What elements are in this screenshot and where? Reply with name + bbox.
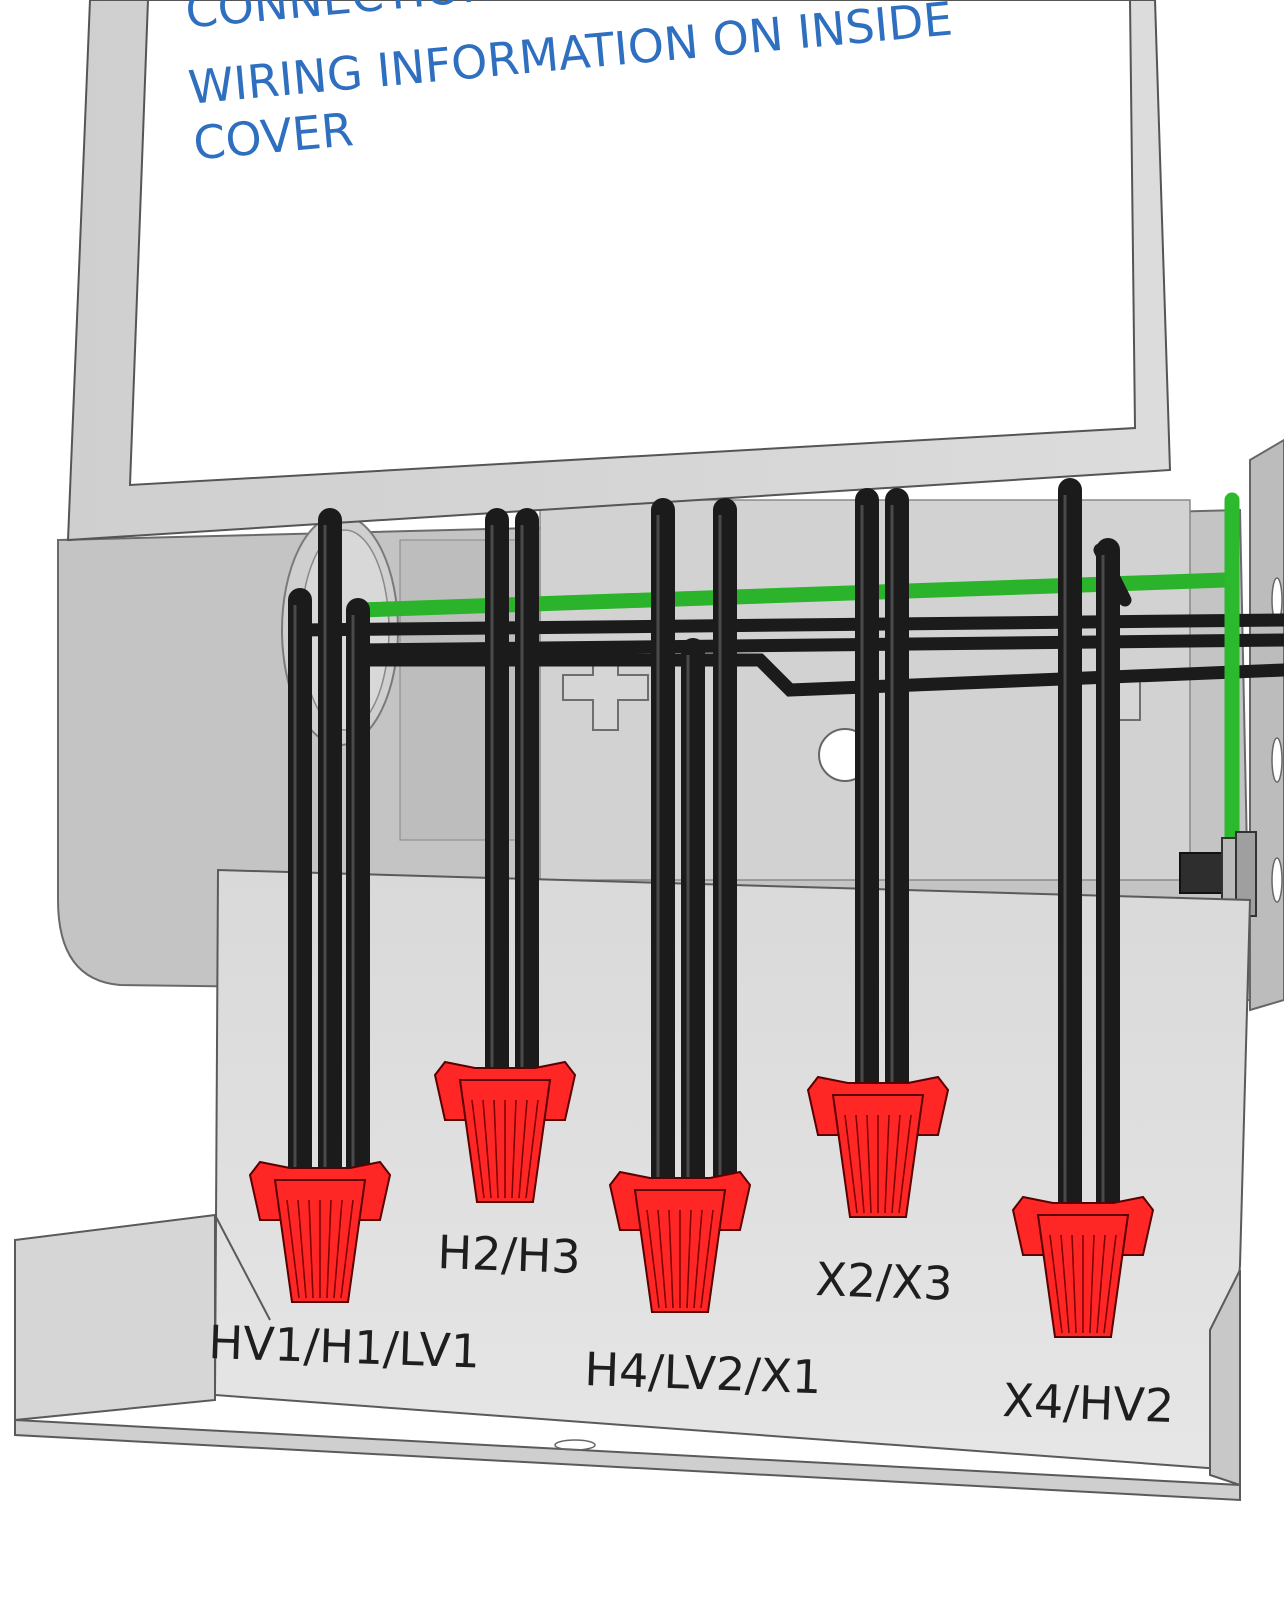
terminal-wires [288, 478, 1120, 1237]
cover-panel [66, 0, 1172, 542]
wire-nut-icon [248, 1160, 392, 1303]
terminal-label-h4-lv2-x1: H4/LV2/X1 [584, 1342, 823, 1404]
wire-nut-icon [1011, 1195, 1155, 1338]
enclosure-right-wall [1249, 438, 1284, 1012]
terminal-label-x2-x3: X2/X3 [815, 1252, 954, 1311]
wire-nut-icon [806, 1075, 950, 1218]
terminal-label-hv1-h1-lv1: HV1/H1/LV1 [208, 1315, 481, 1378]
terminal-label-x4-hv2: X4/HV2 [1002, 1373, 1175, 1433]
ground-screw-icon [1179, 831, 1257, 917]
terminal-label-h2-h3: H2/H3 [437, 1225, 582, 1284]
wire-nut-icon [433, 1060, 577, 1203]
terminal-labels: HV1/H1/LV1 H2/H3 H4/LV2/X1 X2/X3 X4/HV2 [208, 1225, 1175, 1433]
wire-nuts [248, 1060, 1155, 1338]
wire-nut-icon [608, 1170, 752, 1313]
